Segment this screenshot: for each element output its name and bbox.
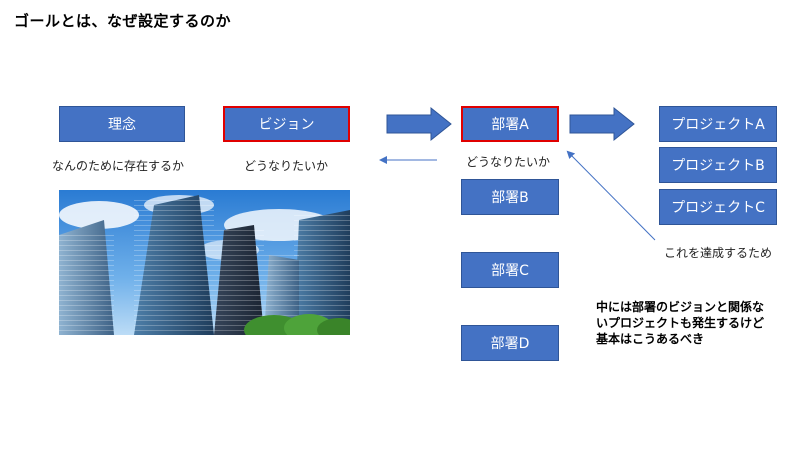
note-line-1: 中には部署のビジョンと関係な [596, 300, 765, 314]
note-line-3: 基本はこうあるべき [596, 332, 705, 346]
busho-c-box: 部署C [461, 252, 559, 288]
project-b-box: プロジェクトB [659, 147, 777, 183]
thin-arrow-to-busho-a [566, 150, 656, 241]
rinen-caption: なんのために存在するか [52, 159, 185, 173]
note-line-2: いプロジェクトも発生するけど [596, 316, 765, 330]
city-skyscrapers-photo [59, 190, 350, 335]
busho-a-caption: どうなりたいか [466, 155, 551, 169]
block-arrow-busho-a-to-projects [569, 106, 635, 142]
page-title: ゴールとは、なぜ設定するのか [14, 12, 232, 30]
city-photo-graphic [59, 190, 350, 335]
busho-d-box: 部署D [461, 325, 559, 361]
note-text: 中には部署のビジョンと関係な いプロジェクトも発生するけど 基本はこうあるべき [596, 299, 796, 347]
vision-caption: どうなりたいか [244, 159, 329, 173]
project-c-box: プロジェクトC [659, 189, 777, 225]
busho-a-box: 部署A [461, 106, 559, 142]
vision-box: ビジョン [223, 106, 350, 142]
project-a-box: プロジェクトA [659, 106, 777, 142]
rinen-box: 理念 [59, 106, 185, 142]
block-arrow-vision-to-busho-a [386, 106, 452, 142]
busho-b-box: 部署B [461, 179, 559, 215]
project-caption: これを達成するため [664, 246, 773, 260]
